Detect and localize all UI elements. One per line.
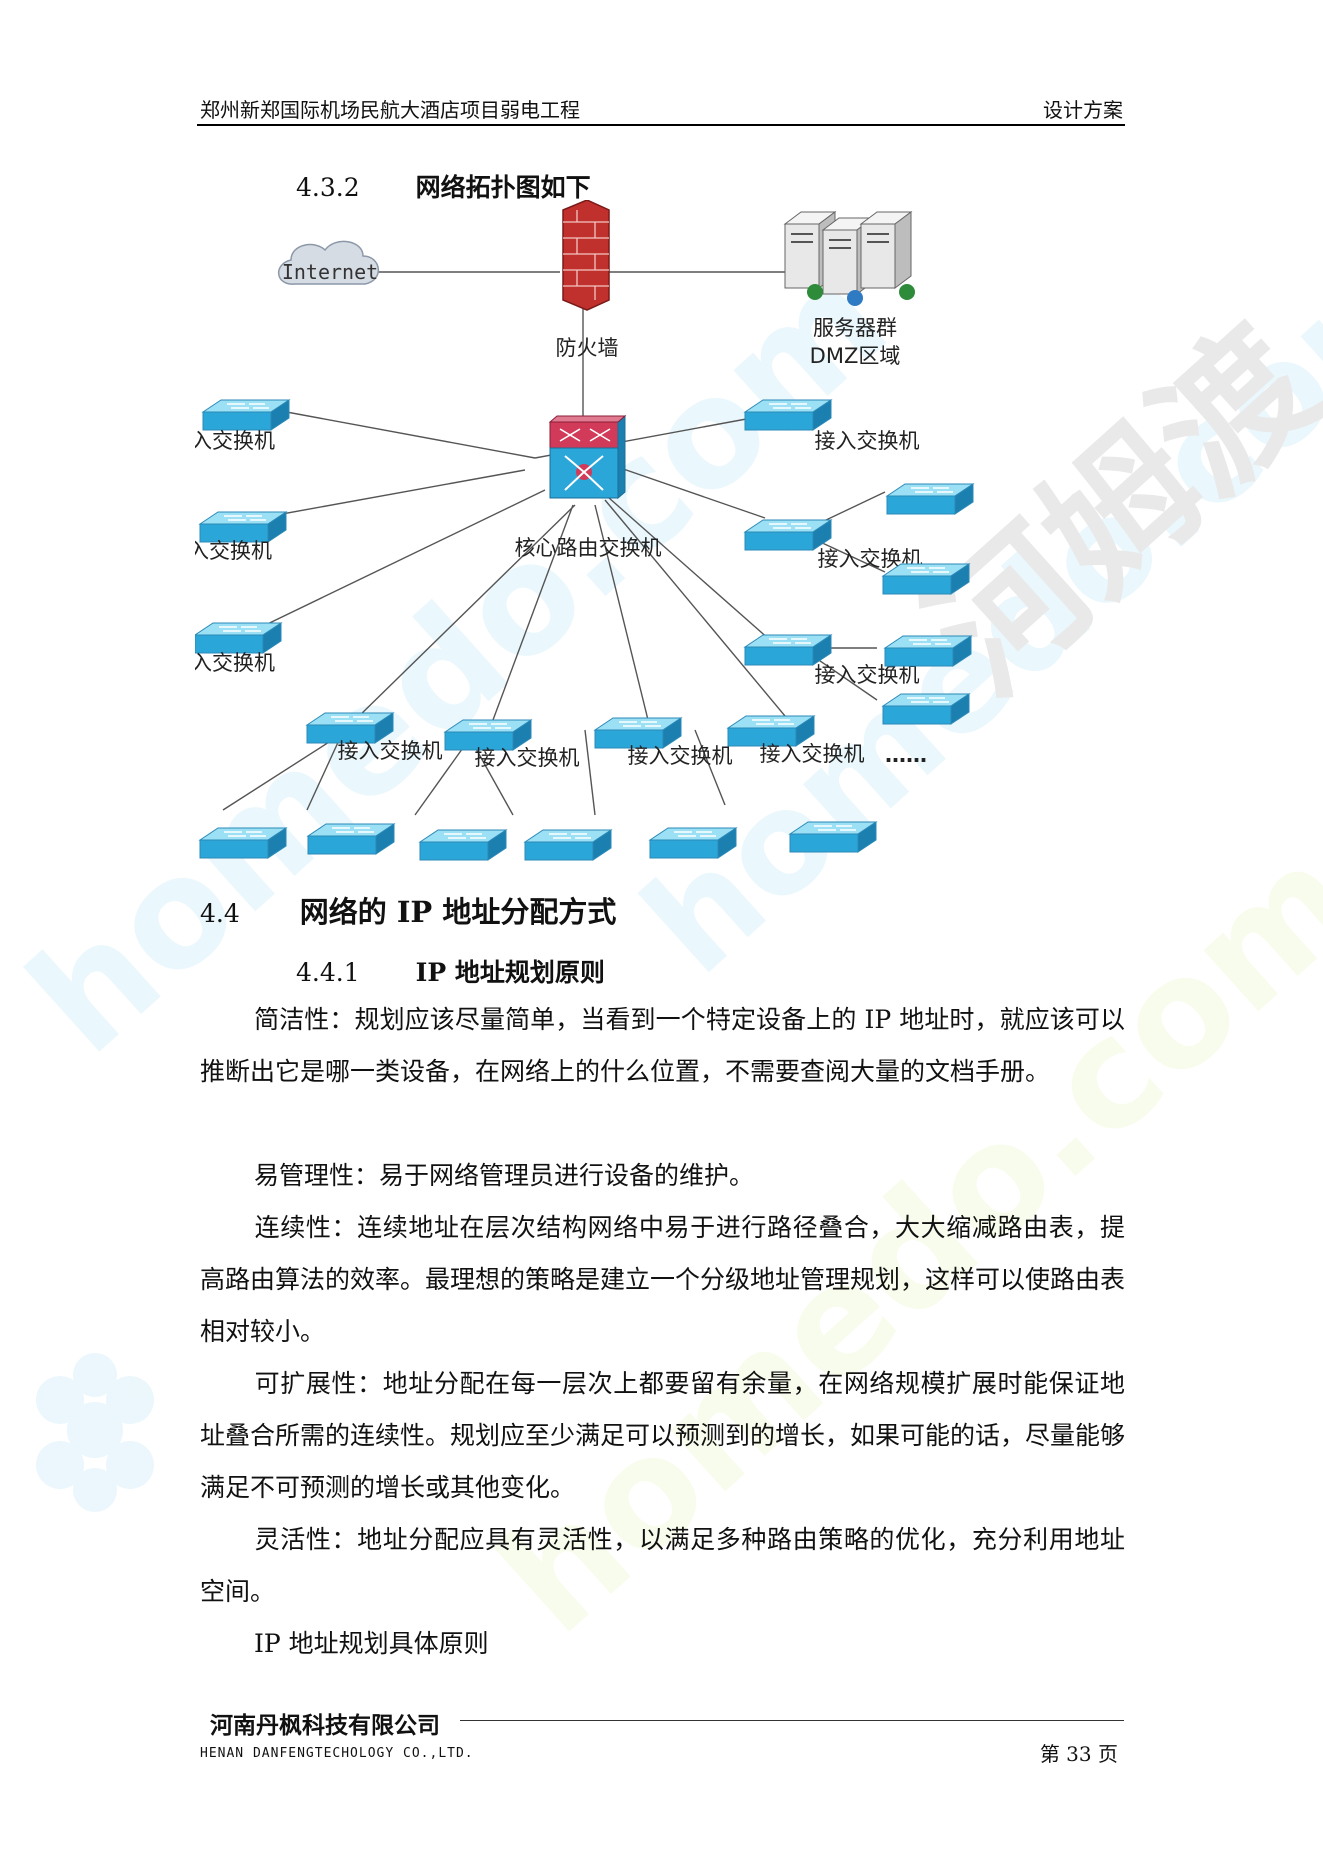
header-rule — [197, 124, 1125, 126]
section-heading-4-3-2: 4.3.2 网络拓扑图如下 — [296, 168, 591, 204]
more-switches-ellipsis: …… — [885, 743, 927, 767]
network-topology-diagram: Internet 防火墙 — [195, 200, 974, 861]
footer-rule — [460, 1720, 1124, 1721]
section-heading-4-4: 4.4 网络的 IP 地址分配方式 — [200, 889, 616, 931]
access-switch-label-cut: 接入交换机 — [195, 651, 275, 675]
internet-cloud-icon: Internet — [278, 240, 379, 285]
access-switch-icon — [195, 622, 282, 654]
access-switch-label: 接入交换机 — [815, 663, 920, 687]
paragraph-specific-principles: IP 地址规划具体原则 — [254, 1629, 489, 1658]
footer-company-english: HENAN DANFENGTECHOLOGY CO.,LTD. — [200, 1746, 474, 1761]
access-switch-icon — [744, 634, 832, 666]
access-switch-icon — [744, 399, 832, 431]
edge-switch-icon — [307, 823, 395, 855]
section-number: 4.3.2 — [296, 173, 360, 202]
section-title: IP 地址规划原则 — [415, 958, 605, 987]
paragraph-manageability: 易管理性：易于网络管理员进行设备的维护。 — [254, 1161, 755, 1190]
section-number: 4.4.1 — [296, 958, 360, 987]
paragraph-simplicity: 简洁性：规划应该尽量简单，当看到一个特定设备上的 IP 地址时，就应该可以推断出… — [200, 1005, 1125, 1086]
paragraph-flexibility: 灵活性：地址分配应具有灵活性，以满足多种路由策略的优化，充分利用地址空间。 — [200, 1525, 1125, 1606]
core-router-switch-icon: 核心路由交换机 — [515, 414, 662, 560]
access-switch-label: 接入交换机 — [338, 739, 443, 763]
page-number: 第 33 页 — [1039, 1742, 1118, 1766]
header-doc-type: 设计方案 — [1043, 98, 1123, 122]
edge-switch-icon — [882, 693, 970, 725]
access-switch-label: 接入交换机 — [475, 746, 580, 770]
edge-switch-icon — [789, 821, 877, 853]
internet-label: Internet — [282, 260, 378, 284]
edge-switch-icon — [199, 827, 287, 859]
edge-switch-icon — [886, 483, 974, 515]
paragraph-scalability: 可扩展性：地址分配在每一层次上都要留有余量，在网络规模扩展时能保证地址叠合所需的… — [200, 1369, 1126, 1502]
section-title: 网络的 IP 地址分配方式 — [299, 895, 617, 929]
server-group-icon: 服务器群 DMZ区域 — [783, 211, 915, 368]
access-switch-label: 接入交换机 — [628, 744, 733, 768]
firewall-icon: 防火墙 — [556, 200, 619, 360]
access-switch-icon — [202, 399, 290, 431]
dmz-label: DMZ区域 — [810, 344, 901, 368]
servers-label: 服务器群 — [813, 316, 897, 340]
header-title: 郑州新郑国际机场民航大酒店项目弱电工程 — [200, 98, 580, 122]
access-switch-label: 接入交换机 — [815, 429, 920, 453]
access-switch-icon — [744, 519, 832, 551]
section-heading-4-4-1: 4.4.1 IP 地址规划原则 — [296, 953, 605, 989]
access-switch-icon — [199, 511, 287, 543]
footer-company-name: 河南丹枫科技有限公司 — [210, 1713, 440, 1739]
section-number: 4.4 — [200, 899, 240, 928]
paragraph-continuity: 连续性：连续地址在层次结构网络中易于进行路径叠合，大大缩减路由表，提高路由算法的… — [200, 1213, 1126, 1346]
edge-switch-icon — [649, 827, 737, 859]
firewall-label: 防火墙 — [556, 336, 619, 360]
watermark-flower-icon — [36, 1353, 154, 1512]
section-title: 网络拓扑图如下 — [415, 173, 591, 202]
access-switch-label: 接入交换机 — [195, 539, 272, 563]
edge-switch-icon — [524, 829, 612, 861]
edge-switch-icon — [882, 563, 970, 595]
edge-switch-icon — [419, 829, 507, 861]
core-switch-label: 核心路由交换机 — [515, 536, 662, 560]
access-switch-label: 接入交换机 — [760, 742, 865, 766]
edge-switch-icon — [884, 635, 972, 667]
access-switch-label: 接入交换机 — [195, 429, 275, 453]
